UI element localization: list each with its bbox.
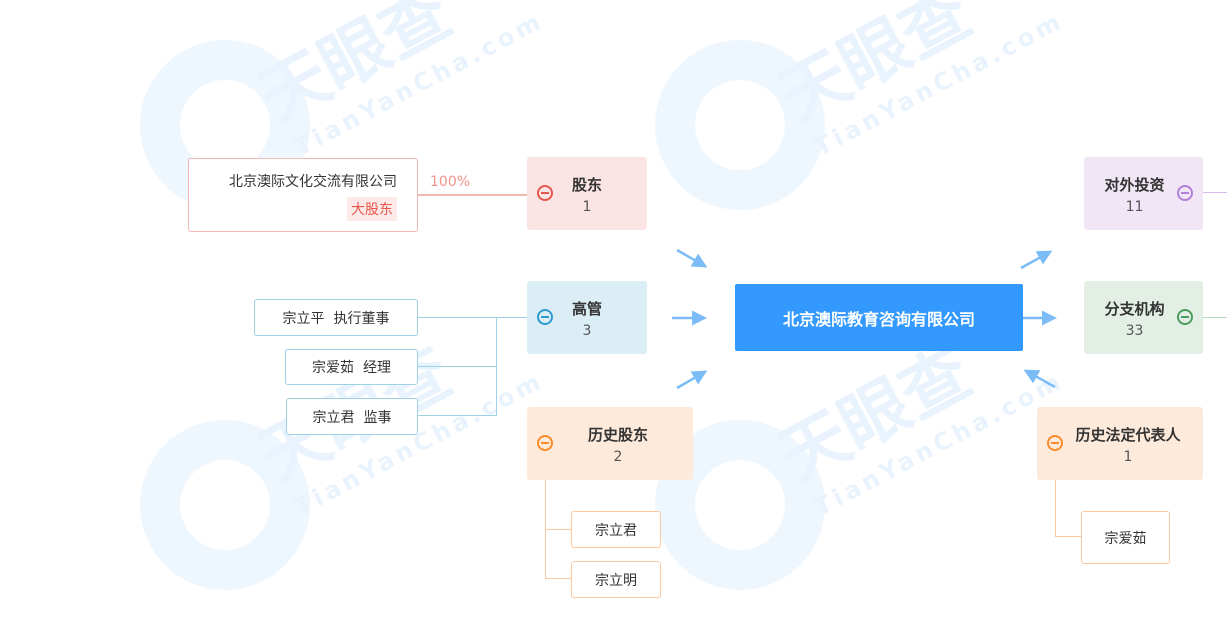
executive-node[interactable]: 宗立君 监事 [286, 398, 418, 435]
executive-node[interactable]: 宗立平 执行董事 [254, 299, 418, 336]
connector [545, 529, 571, 530]
category-label: 对外投资 [1104, 176, 1165, 194]
arrow-icon [1020, 250, 1053, 270]
category-count: 33 [1125, 323, 1144, 339]
category-label: 历史股东 [587, 426, 648, 444]
collapse-icon[interactable] [1177, 309, 1193, 325]
connector [545, 578, 571, 579]
connector [417, 366, 497, 367]
connector [1055, 479, 1056, 537]
major-shareholder-badge: 大股东 [347, 197, 397, 221]
category-history-shareholders[interactable]: 历史股东 2 [527, 407, 693, 480]
category-label: 分支机构 [1104, 300, 1165, 318]
connector [417, 415, 497, 416]
connector [417, 317, 527, 318]
history-shareholder-node[interactable]: 宗立君 [571, 511, 661, 548]
shareholder-node[interactable]: 北京澳际文化交流有限公司 大股东 [188, 158, 418, 232]
collapse-icon[interactable] [1047, 435, 1063, 451]
collapse-icon[interactable] [537, 435, 553, 451]
category-label: 股东 [571, 176, 602, 194]
person-name: 宗立君 [312, 409, 355, 426]
category-history-legal-rep[interactable]: 历史法定代表人 1 [1037, 407, 1203, 480]
share-ratio: 100% [430, 174, 471, 190]
category-count: 1 [1123, 449, 1133, 465]
collapse-icon[interactable] [537, 309, 553, 325]
category-count: 2 [613, 449, 623, 465]
category-label: 高管 [571, 300, 602, 318]
connector [1202, 317, 1227, 318]
connector [1055, 536, 1081, 537]
collapse-icon[interactable] [1177, 185, 1193, 201]
category-count: 11 [1125, 199, 1144, 215]
connector [1202, 192, 1227, 193]
executive-node[interactable]: 宗爱茹 经理 [285, 349, 418, 385]
person-role: 执行董事 [333, 310, 390, 327]
connector [417, 194, 527, 196]
person-role: 经理 [362, 360, 391, 376]
person-role: 监事 [363, 409, 392, 426]
shareholder-name: 北京澳际文化交流有限公司 [229, 174, 397, 190]
arrow-icon [1023, 369, 1056, 389]
history-legal-rep-node[interactable]: 宗爱茹 [1081, 511, 1170, 564]
person-name: 宗立平 [282, 310, 325, 327]
category-count: 1 [582, 199, 592, 215]
history-shareholder-node[interactable]: 宗立明 [571, 561, 661, 598]
category-label: 历史法定代表人 [1075, 426, 1181, 444]
arrow-icon [676, 248, 708, 268]
category-count: 3 [582, 323, 592, 339]
center-company-node[interactable]: 北京澳际教育咨询有限公司 [735, 284, 1023, 351]
arrow-icon [676, 370, 708, 390]
collapse-icon[interactable] [537, 185, 553, 201]
person-name: 宗爱茹 [312, 360, 355, 376]
